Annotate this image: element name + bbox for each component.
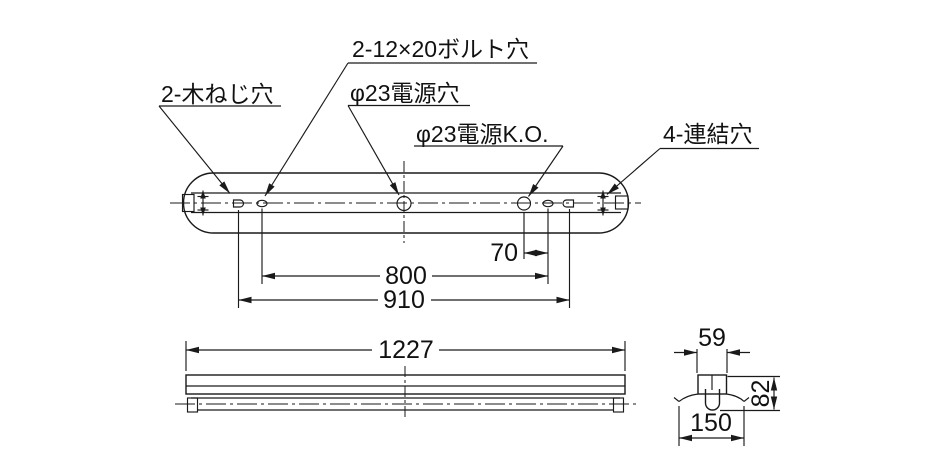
- leader-power-knockout: [528, 145, 564, 197]
- end-view: 59 82 150: [673, 324, 780, 446]
- lamp-socket-left: [186, 397, 199, 413]
- reflector-wing-left: [673, 393, 699, 402]
- right-end-tab: [614, 195, 629, 210]
- wood-screw-hole-left: [232, 199, 245, 208]
- dim-text-mask: [378, 289, 431, 311]
- dim-text-59: 59: [698, 324, 726, 352]
- lamp-section: [704, 389, 721, 411]
- bolt-slot-right: [542, 199, 554, 208]
- leader-coupling-holes: [606, 148, 661, 195]
- reflector-wing-right: [726, 393, 750, 402]
- left-end-tab: [181, 193, 195, 213]
- power-hole-circle: [396, 195, 412, 212]
- front-view: 1227: [175, 336, 637, 419]
- dim-text-800: 800: [385, 262, 427, 290]
- wood-screw-hole-right: [562, 199, 575, 208]
- dim-text-1227: 1227: [378, 336, 434, 364]
- callouts: 2-12×20ボルト穴 2-木ねじ穴 φ23電源穴 φ23電源K.O. 4-連結…: [158, 36, 759, 197]
- bolt-slot-left: [256, 199, 268, 208]
- label-wood-screw-holes: 2-木ねじ穴: [161, 81, 273, 107]
- dim-text-82: 82: [747, 380, 775, 408]
- dim-text-70: 70: [490, 239, 518, 267]
- top-view-dimensions: 70 800 910: [237, 208, 571, 314]
- dim-text-mask: [372, 339, 439, 361]
- channel-section: [697, 374, 728, 395]
- label-power-knockout: φ23電源K.O.: [416, 121, 549, 147]
- top-view: [170, 161, 641, 243]
- power-knockout-circle: [516, 196, 532, 211]
- leader-bolt-holes: [264, 62, 349, 197]
- dim-text-150: 150: [690, 409, 732, 437]
- dim-text-910: 910: [383, 286, 425, 314]
- lamp-socket-right: [612, 397, 625, 413]
- label-bolt-holes: 2-12×20ボルト穴: [352, 36, 529, 62]
- coupling-holes-left: [197, 190, 209, 216]
- coupling-holes-right: [597, 190, 609, 216]
- leader-power-hole: [347, 105, 400, 196]
- label-power-hole: φ23電源穴: [350, 80, 460, 106]
- dim-text-mask: [380, 264, 432, 287]
- label-coupling-holes: 4-連結穴: [663, 121, 752, 147]
- leader-wood-screw-holes: [158, 105, 231, 194]
